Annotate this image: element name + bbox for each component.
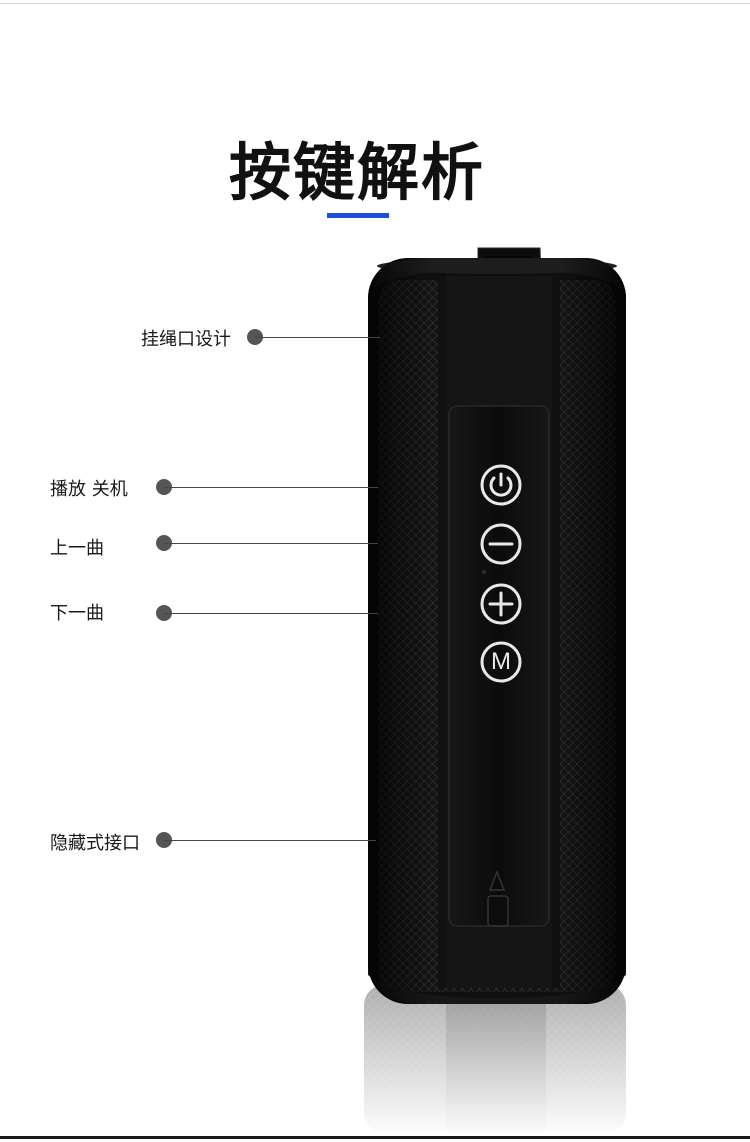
callout-label-prev: 上一曲 [50, 538, 104, 559]
callout-line-port [164, 840, 376, 841]
callout-label-lanyard: 挂绳口设计 [141, 329, 231, 350]
speaker-reflection [360, 980, 630, 1138]
mode-button[interactable]: M [479, 640, 523, 684]
mode-icon [480, 641, 522, 683]
callout-label-power: 播放 关机 [50, 479, 128, 500]
bottom-divider [0, 1136, 750, 1139]
page-title: 按键解析 [228, 136, 485, 209]
plus-icon[interactable] [479, 582, 523, 626]
top-divider [0, 3, 750, 4]
title-underline [327, 213, 389, 218]
callout-line-prev [164, 543, 378, 544]
callout-line-next [164, 613, 378, 614]
minus-icon[interactable] [479, 522, 523, 566]
power-icon[interactable] [479, 463, 523, 507]
callout-label-next: 下一曲 [50, 603, 104, 624]
callout-line-power [164, 487, 378, 488]
mode-button-label: M [491, 648, 511, 675]
callout-label-port: 隐藏式接口 [50, 833, 140, 854]
callout-line-lanyard [255, 337, 380, 338]
